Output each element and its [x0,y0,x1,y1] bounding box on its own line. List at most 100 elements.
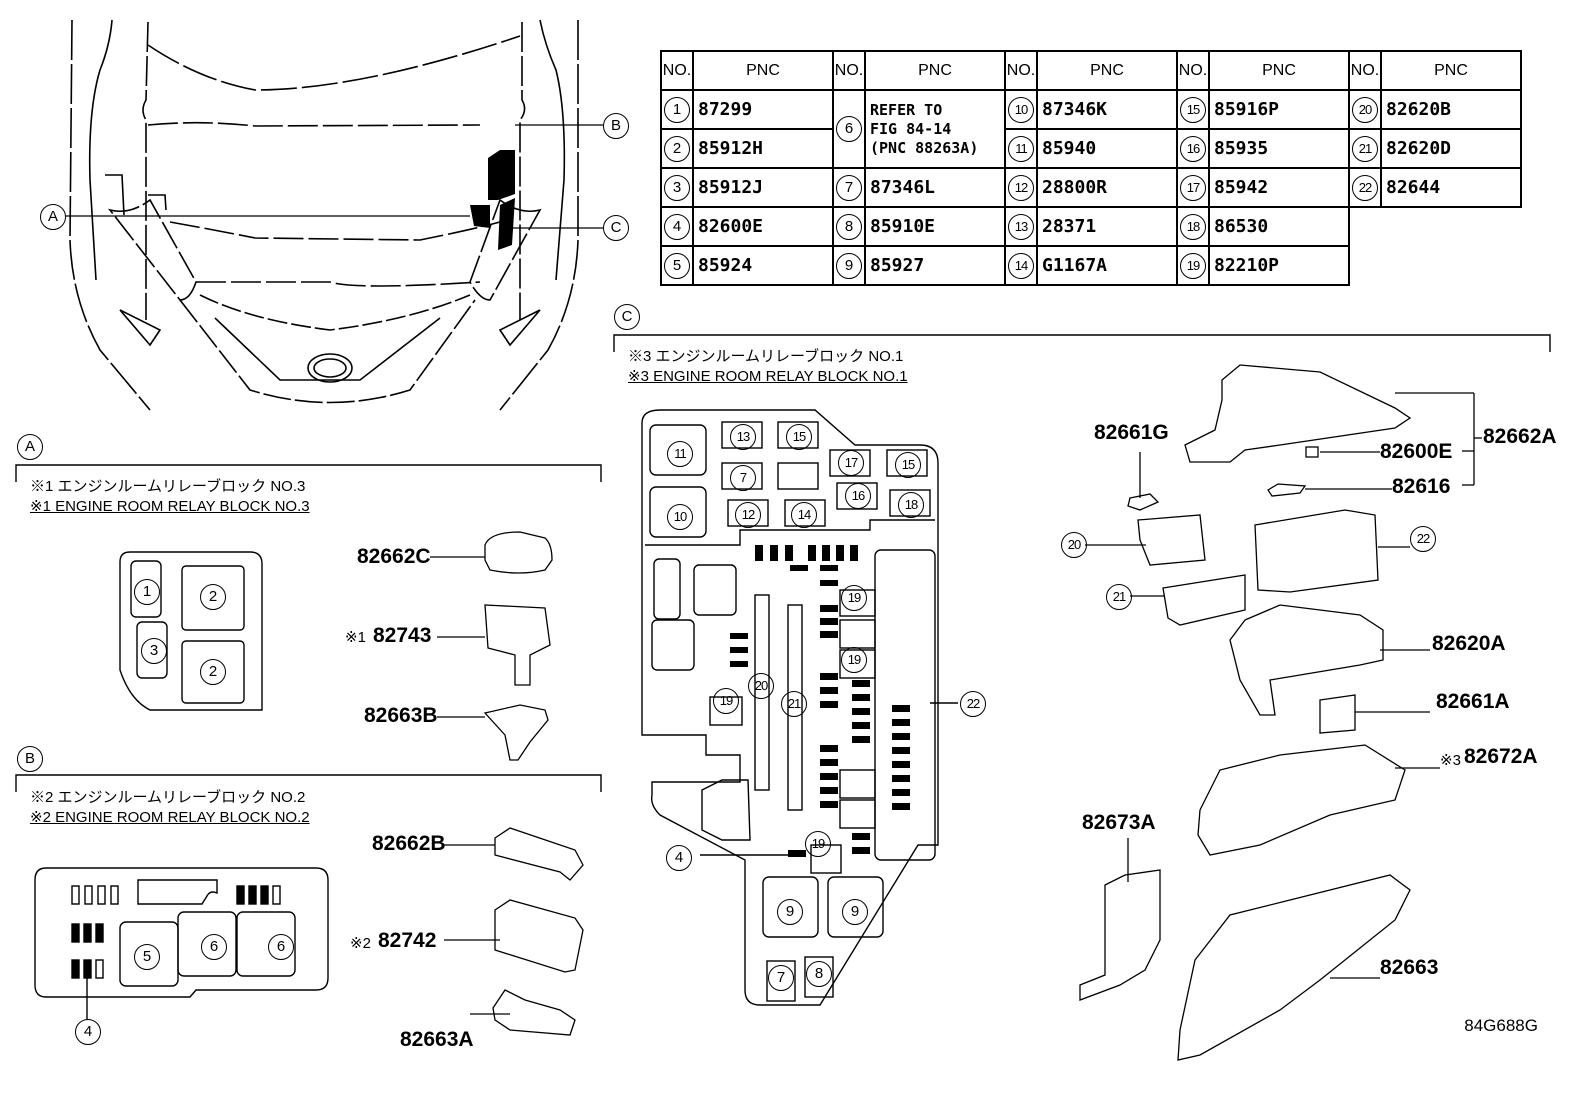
slot-label: 19 [841,647,867,673]
part-label: 82743 [373,624,432,647]
section-a-title-en: ※1 ENGINE ROOM RELAY BLOCK NO.3 [30,498,310,515]
slot-label: 19 [841,585,867,611]
part-label: 82663B [364,704,438,727]
slot-label: 22 [960,691,986,717]
part-label: 82662A [1483,425,1557,448]
parts-table: NO. PNC NO. PNC NO. PNC NO. PNC NO. PNC … [660,50,1522,286]
hood-front-line [169,221,501,241]
item-number: 15 [1180,96,1206,123]
pnc-cell: 87346L [864,167,1006,208]
item-number: 8 [836,213,862,240]
pnc-cell: 28371 [1036,206,1178,247]
table-row: 1 87299 6 REFER TO FIG 84-14 (PNC 88263A… [660,89,1522,169]
pnc-cell: 85924 [692,245,834,286]
part-note: ※2 [350,935,371,952]
pnc-cell: 82644 [1380,167,1522,208]
refer-line: REFER TO [870,100,943,119]
pnc-cell: 28800R [1036,167,1178,208]
item-number: 21 [1352,135,1378,162]
item-number: 10 [1008,96,1034,123]
part-label: 82661A [1436,690,1510,713]
relay-block-82743-drawing [484,604,551,686]
relay-block-location-c [498,198,515,250]
figure-id: 84G688G [1464,1016,1538,1035]
upper-cover-82662a-drawing [1184,364,1412,463]
slot-label: 5 [134,944,160,970]
item-number: 22 [1352,174,1378,201]
windshield-line [147,35,521,91]
pnc-cell: 85912J [692,167,834,208]
part-label: 82663 [1380,956,1439,979]
item-number: 20 [1352,96,1378,123]
pnc-cell: 85912H [692,128,834,169]
item-number: 6 [836,116,862,142]
slot-label: 9 [777,899,803,925]
item-number: 16 [1180,135,1206,162]
table-row: 4 82600E 8 85910E 13 28371 18 86530 [660,206,1521,247]
pnc-cell: 82620D [1380,128,1522,169]
emblem [307,353,353,383]
header-no: NO. [1348,50,1382,91]
vehicle-top-view [66,19,603,411]
cover-82662b-drawing [494,827,584,881]
connector-20-drawing [1137,514,1206,566]
header-no: NO. [1176,50,1210,91]
slot-label: 6 [268,934,294,960]
item-number: 11 [1008,135,1034,162]
section-c-marker: C [614,304,640,330]
header-no: NO. [660,50,694,91]
pnc-cell-refer: REFER TO FIG 84-14 (PNC 88263A) [864,89,1006,169]
callout-b: B [603,113,629,139]
refer-line: (PNC 88263A) [870,138,979,157]
slot-label: 4 [666,845,692,871]
lower-case-82663-drawing [1177,874,1411,1061]
relay-block-82620a-drawing [1229,604,1384,716]
slot-label: 2 [200,659,226,685]
pnc-cell: 82600E [692,206,834,247]
section-a-parts [430,531,553,761]
pnc-cell: 85942 [1208,167,1350,208]
header-pnc: PNC [864,50,1006,91]
cowl-line [147,121,481,127]
slot-label: 20 [748,673,774,699]
slot-label: 9 [842,899,868,925]
pnc-cell: 85935 [1208,128,1350,169]
header-no: NO. [1004,50,1038,91]
item-number: 18 [1180,213,1206,240]
item-number: 14 [1008,252,1034,279]
header-pnc: PNC [1380,50,1522,91]
callout-22: 22 [1410,526,1436,552]
part-note: ※1 [345,629,366,646]
part-label: 82661G [1094,421,1169,444]
slot-label: 10 [667,504,693,530]
item-number: 9 [836,252,862,279]
slot-label: 17 [838,450,864,476]
fuse-82600e-drawing [1305,446,1319,458]
part-label: 82742 [378,929,437,952]
relay-block-82742-drawing [494,899,584,973]
pnc-cell: 87346K [1036,89,1178,130]
section-b-title-jp: ※2 エンジンルームリレーブロック NO.2 [30,789,306,806]
item-number: 1 [664,96,690,123]
section-c-title-jp: ※3 エンジンルームリレーブロック NO.1 [628,348,904,365]
slot-label: 12 [735,502,761,528]
header-no: NO. [832,50,866,91]
callout-20: 20 [1061,532,1087,558]
slot-label: 6 [201,934,227,960]
part-label: 82662B [372,832,446,855]
pnc-cell: 85916P [1208,89,1350,130]
slot-label: 2 [200,584,226,610]
part-label: 82673A [1082,811,1156,834]
slot-label: 4 [75,1019,101,1045]
header-pnc: PNC [1208,50,1350,91]
item-number: 17 [1180,174,1206,201]
section-b-marker: B [17,746,43,772]
slot-label: 3 [141,638,167,664]
item-number: 13 [1008,213,1034,240]
callout-a: A [40,204,66,230]
refer-line: FIG 84-14 [870,119,952,138]
pnc-cell: G1167A [1036,245,1178,286]
part-label: 82662C [357,545,431,568]
slot-label: 13 [730,424,756,450]
